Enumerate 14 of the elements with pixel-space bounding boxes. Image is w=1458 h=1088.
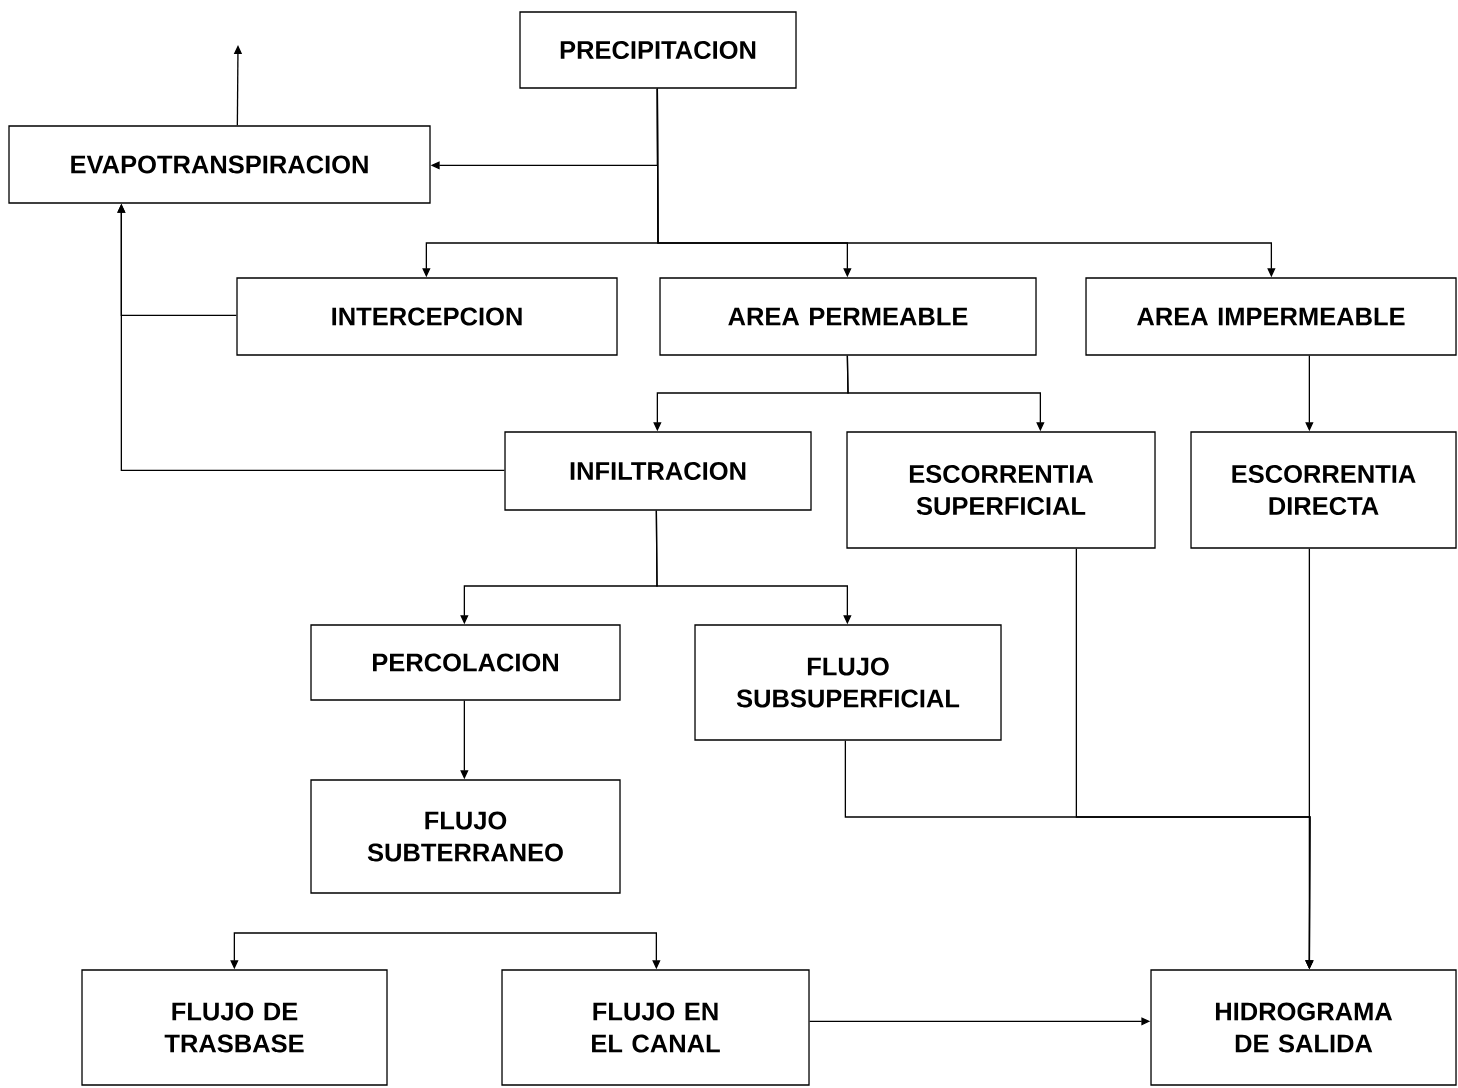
process-box: AREA PERMEABLE — [659, 277, 1037, 356]
process-box: PRECIPITACION — [519, 11, 797, 89]
process-box: AREA IMPERMEABLE — [1085, 277, 1457, 356]
process-box: ESCORRENTIA SUPERFICIAL — [846, 431, 1156, 549]
process-box: PERCOLACION — [310, 624, 621, 701]
process-box: ESCORRENTIA DIRECTA — [1190, 431, 1457, 549]
process-box: EVAPOTRANSPIRACION — [8, 125, 431, 204]
process-box: FLUJO DE TRASBASE — [81, 969, 388, 1086]
process-box: INFILTRACION — [504, 431, 812, 511]
process-box: FLUJO SUBSUPERFICIAL — [694, 624, 1002, 741]
process-box: FLUJO EN EL CANAL — [501, 969, 810, 1086]
process-box: HIDROGRAMA DE SALIDA — [1150, 969, 1457, 1086]
process-box: FLUJO SUBTERRANEO — [310, 779, 621, 894]
process-box: INTERCEPCION — [236, 277, 618, 356]
